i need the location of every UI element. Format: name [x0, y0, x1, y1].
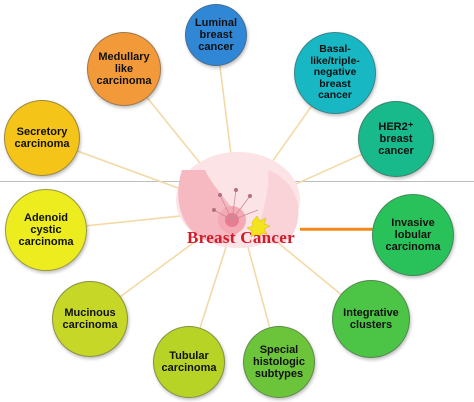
node-label: Mucinous carcinoma: [62, 307, 118, 331]
node-label: Invasive lobular carcinoma: [385, 217, 441, 253]
node-label: Secretory carcinoma: [14, 126, 70, 150]
node-label: Tubular carcinoma: [161, 350, 217, 374]
node-her2-breast-cancer: HER2⁺ breast cancer: [358, 101, 434, 177]
node-label: Basal- like/triple- negative breast canc…: [310, 43, 360, 102]
node-tubular-carcinoma: Tubular carcinoma: [153, 326, 225, 398]
node-medullary-like-carcinoma: Medullary like carcinoma: [87, 32, 161, 106]
node-secretory-carcinoma: Secretory carcinoma: [4, 100, 80, 176]
node-label: Luminal breast cancer: [194, 17, 238, 53]
node-label: Special histologic subtypes: [253, 344, 305, 380]
node-adenoid-cystic-carcinoma: Adenoid cystic carcinoma: [5, 189, 87, 271]
center-label: Breast Cancer: [187, 228, 295, 247]
node-label: Adenoid cystic carcinoma: [18, 212, 74, 248]
node-label: Integrative clusters: [343, 307, 399, 331]
node-integrative-clusters: Integrative clusters: [332, 280, 410, 358]
node-label: HER2⁺ breast cancer: [378, 121, 414, 157]
node-label: Medullary like carcinoma: [96, 51, 152, 87]
node-luminal-breast-cancer: Luminal breast cancer: [185, 4, 247, 66]
node-special-histologic-subtypes: Special histologic subtypes: [243, 326, 315, 398]
node-invasive-lobular-carcinoma: Invasive lobular carcinoma: [372, 194, 454, 276]
center-illustration: [176, 152, 300, 248]
node-mucinous-carcinoma: Mucinous carcinoma: [52, 281, 128, 357]
node-basal-like-triple-negative: Basal- like/triple- negative breast canc…: [294, 32, 376, 114]
